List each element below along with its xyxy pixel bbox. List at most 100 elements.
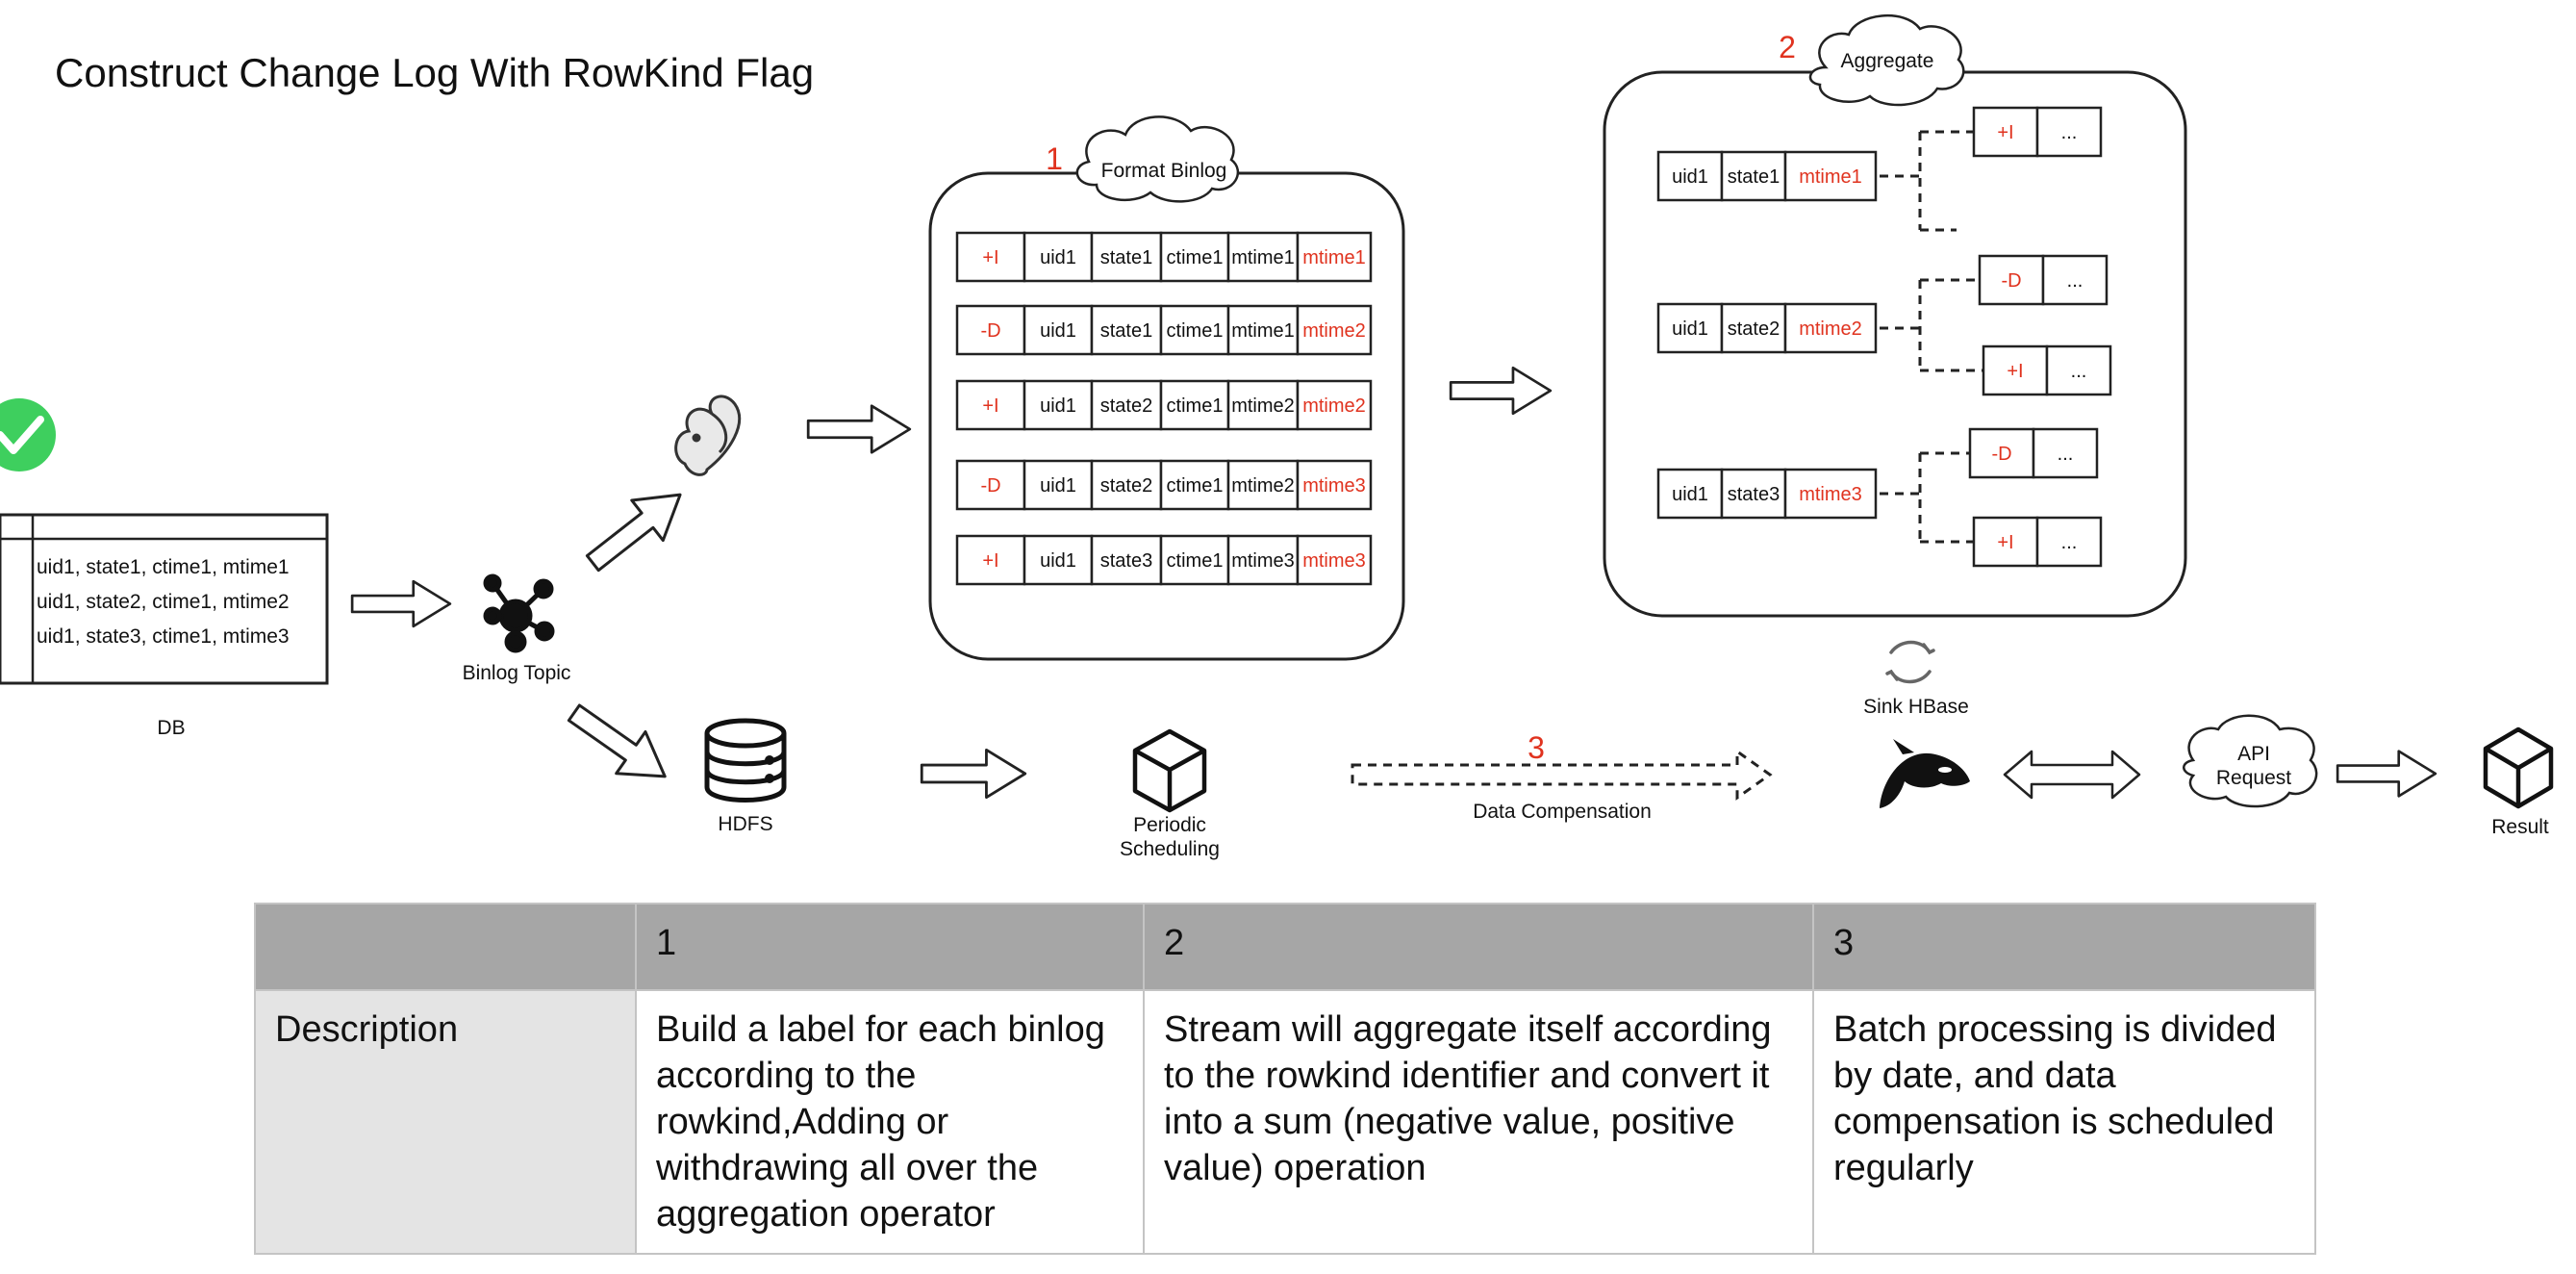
description-table: 1 2 3 Description Build a label for each… xyxy=(254,903,2316,1255)
orca-icon xyxy=(1880,739,1970,808)
aggregate-cell: uid1 xyxy=(1672,318,1708,340)
ellipsis-cell: ... xyxy=(2071,361,2087,382)
binlog-cell: state2 xyxy=(1100,475,1152,497)
step-number-2: 2 xyxy=(1779,30,1796,64)
rowkind-cell: -D xyxy=(1991,444,2011,465)
aggregate-cell: uid1 xyxy=(1672,166,1708,188)
rowkind-cell: +I xyxy=(1997,532,2013,553)
aggregate-cell: state1 xyxy=(1728,166,1780,188)
rowkind-cell: -D xyxy=(2001,270,2021,292)
db-row: uid1, state2, ctime1, mtime2 xyxy=(37,591,290,613)
rowkind-cell: +I xyxy=(2007,361,2023,382)
svg-text:Aggregate: Aggregate xyxy=(1841,50,1934,72)
scheduling-label: Scheduling xyxy=(1120,838,1220,860)
rowkind-cell: +I xyxy=(982,550,998,572)
squirrel-icon xyxy=(674,395,742,476)
aggregate-cell: mtime2 xyxy=(1799,318,1862,340)
arrow-to-result xyxy=(2336,750,2437,798)
check-icon xyxy=(0,398,56,471)
format-binlog-cloud: Format Binlog xyxy=(1075,115,1240,203)
aggregate-panel: Aggregate 2 uid1 state1 mtime1 +I... uid1 sta… xyxy=(1603,13,2187,618)
aggregate-cell: mtime3 xyxy=(1799,484,1862,505)
table-header-cell: 1 xyxy=(635,903,1145,991)
binlog-cell: ctime1 xyxy=(1167,320,1224,342)
binlog-cell: state3 xyxy=(1100,550,1152,572)
binlog-cell: ctime1 xyxy=(1167,247,1224,268)
binlog-cell: mtime2 xyxy=(1302,395,1366,417)
data-compensation-label: Data Compensation xyxy=(1473,801,1652,823)
aggregate-cell: mtime1 xyxy=(1799,166,1862,188)
binlog-cell: mtime2 xyxy=(1231,395,1295,417)
binlog-cell: uid1 xyxy=(1040,395,1076,417)
sink-hbase-label: Sink HBase xyxy=(1863,696,1969,718)
kafka-topic-icon xyxy=(483,573,555,653)
result-label: Result xyxy=(2491,816,2549,838)
step-number-3: 3 xyxy=(1528,730,1545,765)
svg-text:API: API xyxy=(2237,743,2270,765)
periodic-label: Periodic xyxy=(1133,814,1206,836)
arrow-hbase-api xyxy=(2003,750,2141,800)
binlog-cell: mtime2 xyxy=(1231,475,1295,497)
aggregate-cell: uid1 xyxy=(1672,484,1708,505)
aggregate-cloud: Aggregate xyxy=(1808,13,1965,107)
binlog-cell: state1 xyxy=(1100,247,1152,268)
table-header-cell: 2 xyxy=(1143,903,1814,991)
binlog-cell: mtime1 xyxy=(1231,320,1295,342)
arrow-to-aggregate xyxy=(1449,366,1553,416)
table-row-header: Description xyxy=(254,989,637,1255)
binlog-cell: uid1 xyxy=(1040,247,1076,268)
binlog-cell: mtime2 xyxy=(1302,320,1366,342)
ellipsis-cell: ... xyxy=(2067,270,2084,292)
aggregate-cell: state2 xyxy=(1728,318,1780,340)
db-row: uid1, state1, ctime1, mtime1 xyxy=(37,556,290,578)
binlog-cell: ctime1 xyxy=(1167,550,1224,572)
binlog-cell: uid1 xyxy=(1040,320,1076,342)
binlog-cell: mtime1 xyxy=(1302,247,1366,268)
table-cell: Stream will aggregate itself according t… xyxy=(1143,989,1814,1255)
table-header-cell xyxy=(254,903,637,991)
svg-text:Format Binlog: Format Binlog xyxy=(1101,160,1227,182)
diagram-title: Construct Change Log With RowKind Flag xyxy=(55,50,814,95)
db-table: uid1, state1, ctime1, mtime1 uid1, state… xyxy=(0,513,329,685)
rowkind-cell: -D xyxy=(980,320,1000,342)
table-header-row: 1 2 3 xyxy=(254,903,2316,991)
table-cell: Batch processing is divided by date, and… xyxy=(1812,989,2316,1255)
db-label: DB xyxy=(157,717,185,739)
arrow-db-to-topic xyxy=(350,579,452,628)
binlog-cell: mtime3 xyxy=(1302,550,1366,572)
binlog-cell: ctime1 xyxy=(1167,475,1224,497)
binlog-row: +I uid1 state3 ctime1 mtime3 mtime3 xyxy=(955,534,1373,586)
rowkind-cell: +I xyxy=(982,395,998,417)
api-request-cloud: API Request xyxy=(2183,714,2318,808)
step-number-1: 1 xyxy=(1046,141,1063,176)
arrow-to-hdfs xyxy=(558,690,681,800)
arrow-to-format xyxy=(806,404,912,454)
ellipsis-cell: ... xyxy=(2061,532,2078,553)
database-icon xyxy=(704,718,787,803)
aggregate-group: uid1 state2 mtime2 -D... +I... xyxy=(1656,254,2112,396)
binlog-cell: state1 xyxy=(1100,320,1152,342)
binlog-cell: uid1 xyxy=(1040,475,1076,497)
cube-icon xyxy=(2483,726,2554,809)
db-row: uid1, state3, ctime1, mtime3 xyxy=(37,625,290,648)
rowkind-cell: +I xyxy=(1997,122,2013,143)
binlog-topic-label: Binlog Topic xyxy=(463,662,571,684)
rowkind-cell: -D xyxy=(980,475,1000,497)
table-header-cell: 3 xyxy=(1812,903,2316,991)
svg-text:Request: Request xyxy=(2216,767,2291,789)
binlog-cell: uid1 xyxy=(1040,550,1076,572)
hdfs-label: HDFS xyxy=(718,813,772,835)
arrow-data-compensation xyxy=(1351,749,1773,801)
ellipsis-cell: ... xyxy=(2058,444,2074,465)
sync-icon xyxy=(1885,640,1935,684)
binlog-cell: mtime3 xyxy=(1231,550,1295,572)
binlog-cell: mtime1 xyxy=(1231,247,1295,268)
binlog-row: -D uid1 state1 ctime1 mtime1 mtime2 xyxy=(955,304,1373,356)
format-binlog-panel: Format Binlog 1 +I uid1 state1 ctime1 mtime1… xyxy=(928,115,1405,661)
arrow-to-flink xyxy=(575,472,697,585)
